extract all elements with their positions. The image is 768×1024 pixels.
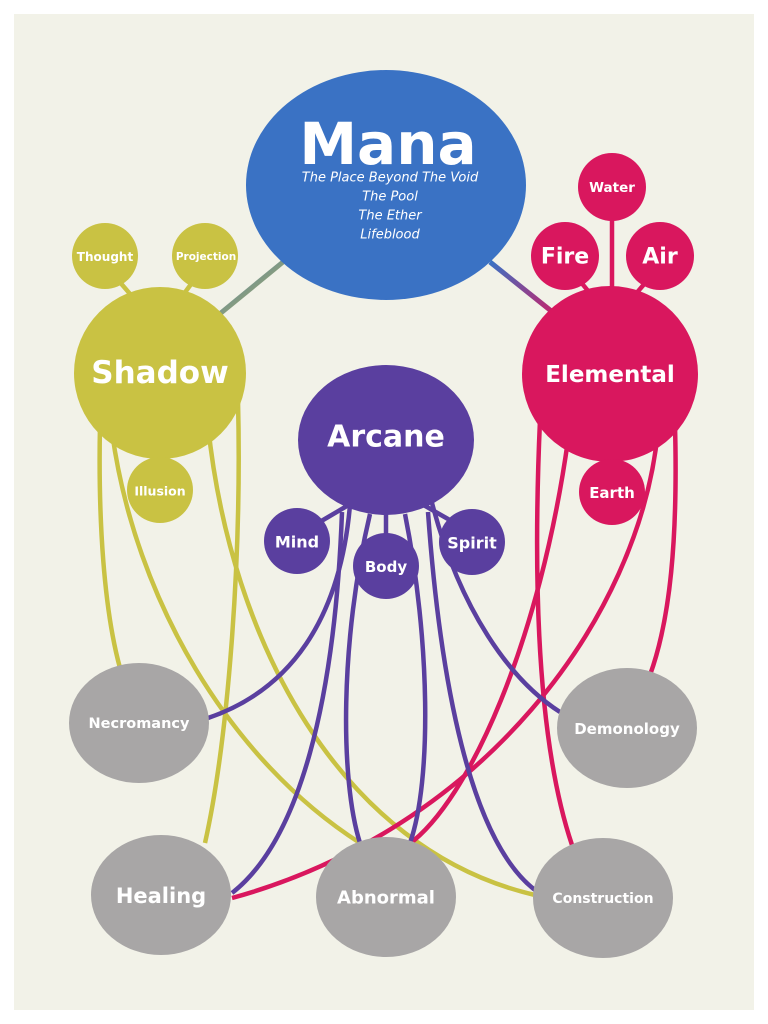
node-fire: Fire (531, 222, 599, 290)
node-mana: Mana The Place Beyond The Void The Pool … (246, 70, 526, 300)
node-label: Necromancy (89, 716, 190, 732)
node-shadow: Shadow (74, 287, 246, 459)
line-shadow-construction (205, 424, 536, 898)
node-healing: Healing (91, 835, 231, 955)
mana-subtitle-4: Lifeblood (360, 228, 420, 243)
node-label: Healing (116, 884, 206, 908)
node-construction: Construction (533, 838, 673, 958)
line-arcane-necromancy (207, 504, 353, 721)
node-body: Body (353, 533, 419, 599)
node-shape (246, 70, 526, 300)
line-elemental-demonology (647, 424, 678, 676)
node-label: Illusion (134, 484, 185, 499)
node-label: Elemental (545, 362, 675, 388)
node-shape (557, 668, 697, 788)
line-elemental-abnormal (406, 439, 571, 847)
node-shape (439, 509, 505, 575)
node-elemental: Elemental (522, 286, 698, 462)
node-earth: Earth (579, 459, 645, 525)
node-shape (522, 286, 698, 462)
node-arcane: Arcane (298, 365, 474, 515)
node-label: Projection (176, 251, 236, 263)
node-label: Demonology (574, 720, 680, 738)
node-label: Mind (275, 533, 319, 552)
node-necromancy: Necromancy (69, 663, 209, 783)
mana-subtitle-2: The Pool (362, 190, 418, 205)
node-label: Air (642, 245, 678, 270)
node-mind: Mind (264, 508, 330, 574)
node-demonology: Demonology (557, 668, 697, 788)
node-label: Abnormal (337, 888, 435, 909)
node-shape (127, 457, 193, 523)
line-elemental-construction (534, 419, 575, 846)
node-shape (172, 223, 238, 289)
node-shape (264, 508, 330, 574)
node-shape (316, 837, 456, 957)
mana-subtitle-1: The Place Beyond The Void (302, 171, 479, 186)
node-label: Body (365, 558, 407, 576)
line-arcane-healing (230, 511, 345, 895)
node-shape (579, 459, 645, 525)
node-thought: Thought (72, 223, 138, 289)
node-label: Construction (552, 891, 653, 907)
node-illusion: Illusion (127, 457, 193, 523)
node-spirit: Spirit (439, 509, 505, 575)
mana-title: Mana (299, 110, 476, 178)
line-arcane-construction (425, 511, 537, 892)
node-shape (72, 223, 138, 289)
node-label: Shadow (91, 355, 228, 391)
node-air: Air (626, 222, 694, 290)
shadow-lines (97, 263, 536, 898)
mana-subtitle-3: The Ether (358, 209, 423, 224)
node-shape (353, 533, 419, 599)
node-label: Thought (77, 250, 134, 264)
node-label: Water (589, 180, 635, 196)
line-shadow-abnormal (109, 431, 362, 845)
node-abnormal: Abnormal (316, 837, 456, 957)
node-shape (74, 287, 246, 459)
node-shape (298, 365, 474, 515)
node-label: Fire (541, 245, 589, 270)
node-projection: Projection (172, 223, 238, 289)
node-shape (533, 838, 673, 958)
line-shadow-necromancy (97, 424, 123, 669)
node-shape (626, 222, 694, 290)
node-water: Water (578, 153, 646, 221)
node-label: Arcane (327, 420, 445, 455)
node-label: Spirit (447, 534, 497, 553)
node-shape (69, 663, 209, 783)
node-label: Earth (589, 484, 635, 502)
node-shape (91, 835, 231, 955)
node-shape (578, 153, 646, 221)
node-shape (531, 222, 599, 290)
line-shadow-healing (202, 399, 241, 844)
